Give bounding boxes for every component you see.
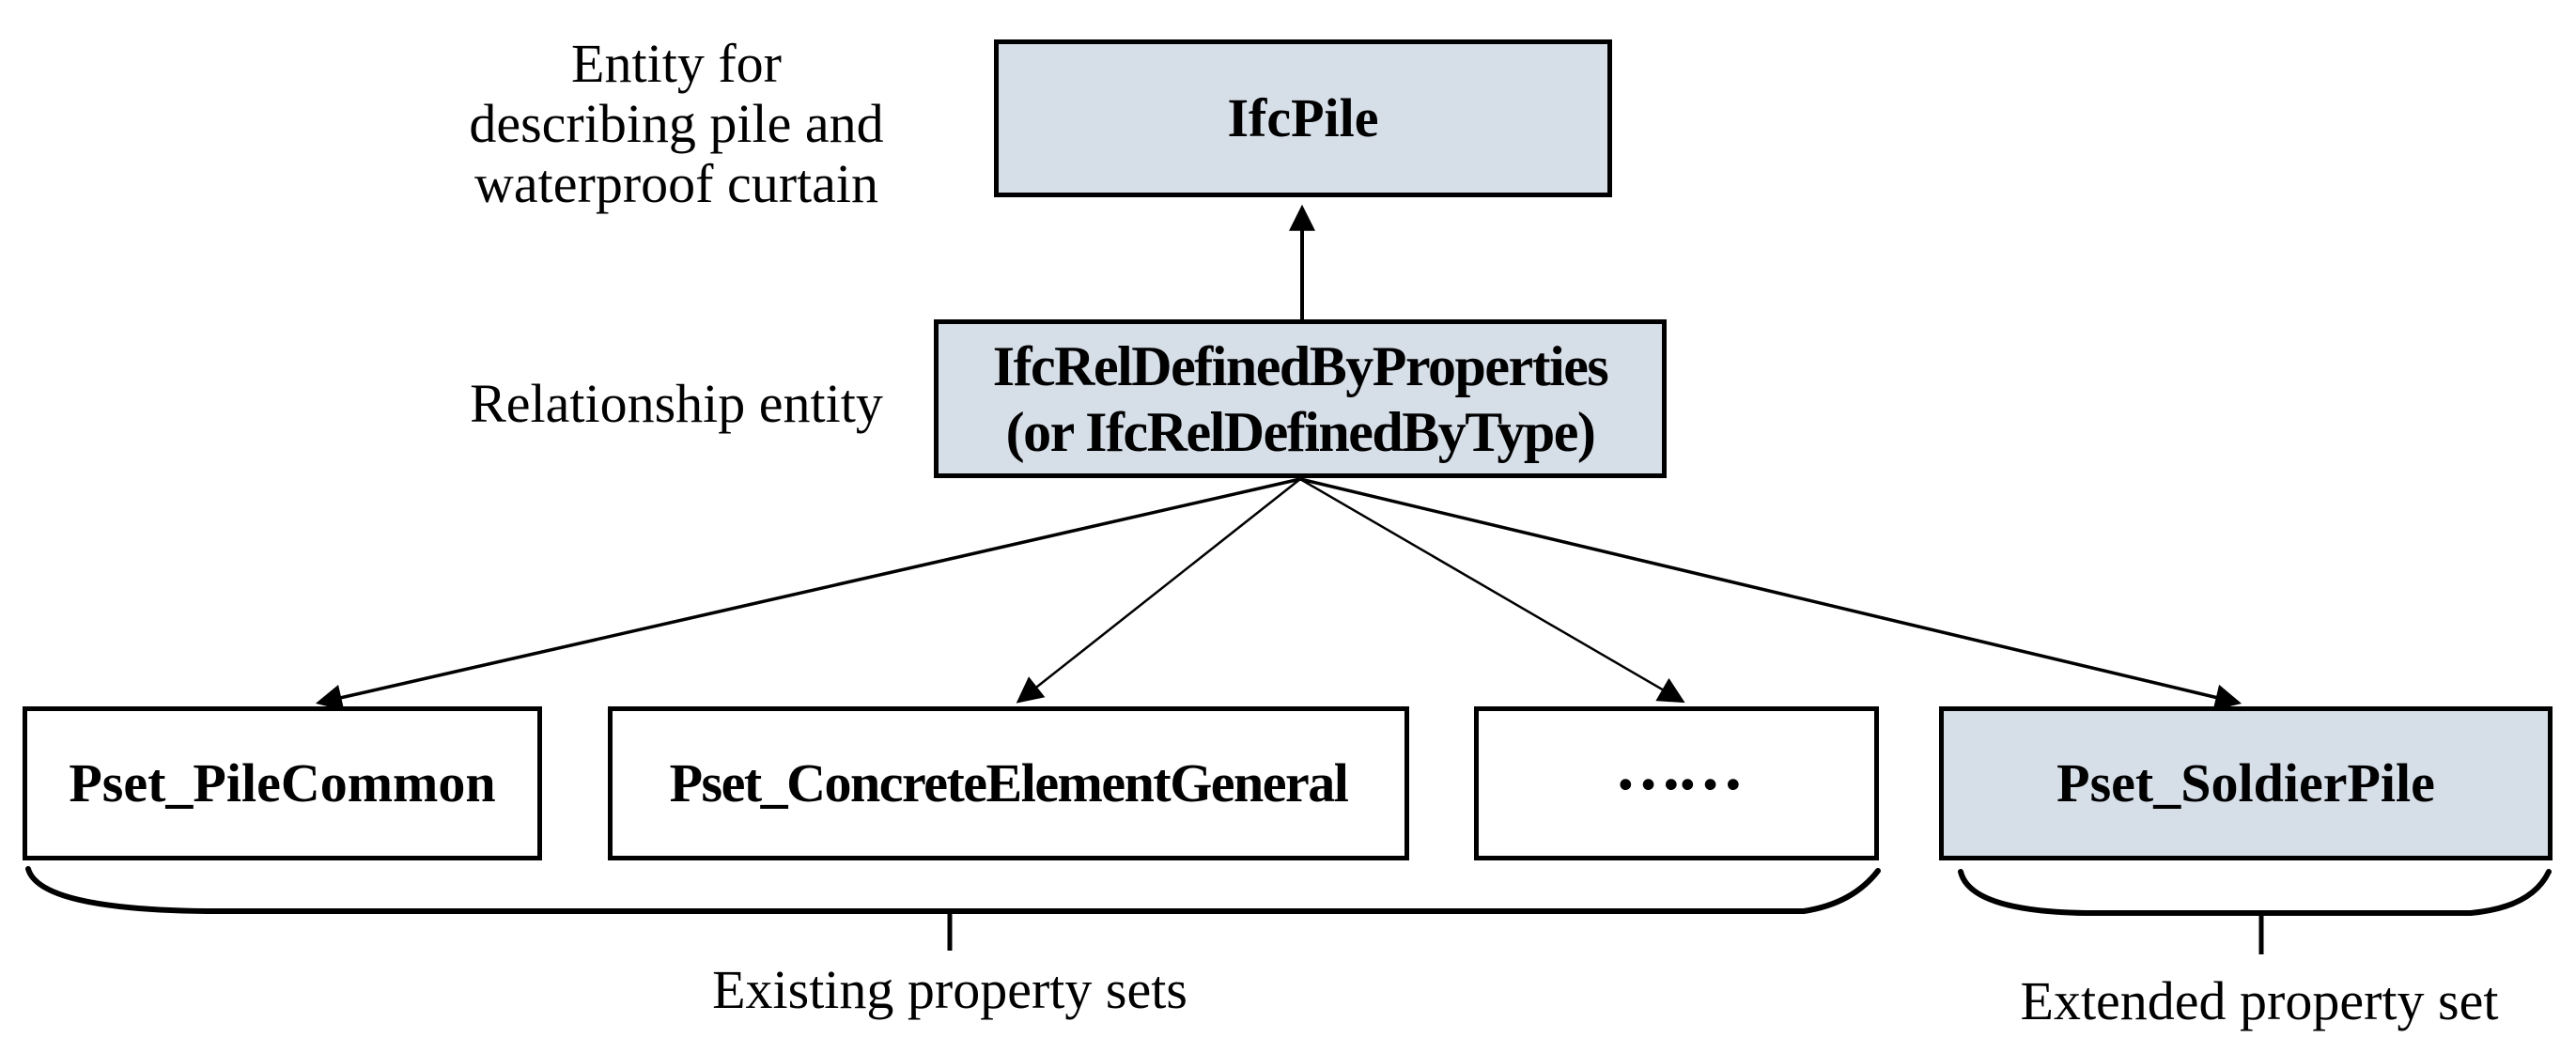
arrow-rel-to-pset-concrete [1016, 478, 1301, 704]
extended-property-set-label: Extended property set [2020, 970, 2499, 1031]
entity-note-line3: waterproof curtain [474, 153, 878, 214]
arrow-rel-to-pset-pilecommon [315, 477, 1301, 711]
node-ifcpile-label: IfcPile [1227, 87, 1379, 148]
existing-property-sets-label: Existing property sets [712, 959, 1187, 1020]
entity-note-line1: Entity for [571, 33, 782, 94]
entity-note: Entity for describing pile and waterproo… [395, 34, 958, 214]
existing-group-brace [25, 866, 1881, 914]
node-ifcpile: IfcPile [994, 39, 1612, 197]
node-pset-concreteelementgeneral: Pset_ConcreteElementGeneral [608, 706, 1409, 860]
entity-note-line2: describing pile and [469, 93, 884, 154]
node-pset-soldierpile-label: Pset_SoldierPile [2056, 752, 2435, 813]
arrow-rel-to-pset-soldierpile [1299, 477, 2242, 711]
node-pset-pilecommon-label: Pset_PileCommon [69, 752, 496, 813]
extended-group-brace [1958, 869, 2552, 916]
node-rel-label-line1: IfcRelDefinedByProperties [992, 334, 1609, 397]
relationship-note: Relationship entity [470, 373, 883, 434]
node-pset-soldierpile: Pset_SoldierPile [1939, 706, 2553, 860]
arrow-rel-to-pset-ellipsis [1299, 477, 1685, 704]
node-ifcreldefinedbyproperties: IfcRelDefinedByProperties (or IfcRelDefi… [934, 319, 1667, 478]
node-pset-pilecommon: Pset_PileCommon [23, 706, 542, 860]
node-pset-ellipsis-label: …… [1614, 729, 1745, 804]
node-pset-concreteelementgeneral-label: Pset_ConcreteElementGeneral [669, 752, 1349, 813]
node-pset-ellipsis: …… [1474, 706, 1879, 860]
node-rel-label-line2: (or IfcRelDefinedByType) [1005, 400, 1596, 463]
